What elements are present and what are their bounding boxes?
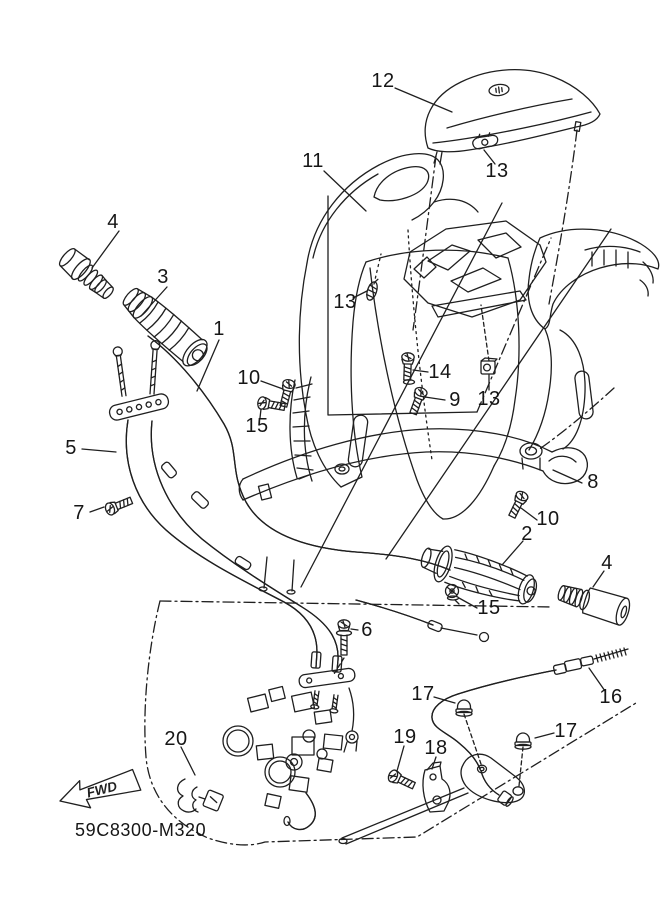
part-callout-13[interactable]: 13 bbox=[333, 291, 357, 313]
part-callout-11[interactable]: 11 bbox=[302, 150, 324, 172]
drawing-code: 59C8300-M320 bbox=[75, 820, 207, 840]
frame-boundary bbox=[144, 600, 637, 846]
throttle-cable bbox=[338, 599, 629, 845]
upper-handlebar-cover bbox=[289, 153, 660, 520]
part-callout-10[interactable]: 10 bbox=[237, 367, 261, 389]
part-callout-9[interactable]: 9 bbox=[449, 389, 461, 411]
fwd-label: FWD bbox=[85, 778, 119, 800]
part-callout-10[interactable]: 10 bbox=[536, 508, 560, 530]
part-callout-15[interactable]: 15 bbox=[245, 415, 269, 437]
part-callout-8[interactable]: 8 bbox=[587, 471, 599, 493]
acorn-nuts bbox=[455, 699, 532, 787]
part-callout-20[interactable]: 20 bbox=[164, 728, 188, 750]
part-callout-6[interactable]: 6 bbox=[361, 619, 373, 641]
part-callout-13[interactable]: 13 bbox=[477, 388, 501, 410]
left-bar-end-cap bbox=[58, 247, 114, 300]
part-callout-4[interactable]: 4 bbox=[107, 211, 119, 233]
part-callout-17[interactable]: 17 bbox=[554, 720, 578, 742]
part-callout-19[interactable]: 19 bbox=[393, 726, 417, 748]
part-callout-15[interactable]: 15 bbox=[477, 597, 501, 619]
yamaha-logo-badge bbox=[488, 83, 510, 97]
part-callout-1[interactable]: 1 bbox=[213, 318, 225, 340]
cable-bracket bbox=[422, 761, 451, 813]
part-callout-12[interactable]: 12 bbox=[371, 70, 395, 92]
handle-cables bbox=[108, 339, 343, 673]
part-callout-2[interactable]: 2 bbox=[521, 523, 533, 545]
throttle-body-assembly bbox=[222, 667, 359, 831]
right-bar-end-cap bbox=[557, 585, 631, 626]
part-callout-4[interactable]: 4 bbox=[601, 552, 613, 574]
part-callout-7[interactable]: 7 bbox=[73, 502, 85, 524]
leader-lines bbox=[81, 87, 606, 776]
part-callout-5[interactable]: 5 bbox=[65, 437, 77, 459]
part-callout-16[interactable]: 16 bbox=[599, 686, 623, 708]
lower-handlebar-holder bbox=[238, 428, 588, 501]
screws bbox=[103, 351, 531, 792]
bolt-6 bbox=[333, 619, 353, 675]
part-callout-18[interactable]: 18 bbox=[424, 737, 448, 759]
meter-cover bbox=[424, 69, 601, 165]
part-callout-3[interactable]: 3 bbox=[157, 266, 169, 288]
part-callout-14[interactable]: 14 bbox=[428, 361, 452, 383]
screw-15-right bbox=[444, 583, 460, 605]
alignment-lines bbox=[300, 129, 615, 588]
throttle-grip bbox=[420, 545, 538, 605]
fwd-direction-arrow: FWD bbox=[59, 768, 142, 809]
left-grip bbox=[122, 287, 208, 367]
steering-handlebar bbox=[147, 335, 451, 595]
part-callout-13[interactable]: 13 bbox=[485, 160, 509, 182]
wire-clamp bbox=[176, 778, 224, 813]
part-callout-17[interactable]: 17 bbox=[411, 683, 435, 705]
fitting-clips bbox=[366, 132, 499, 375]
